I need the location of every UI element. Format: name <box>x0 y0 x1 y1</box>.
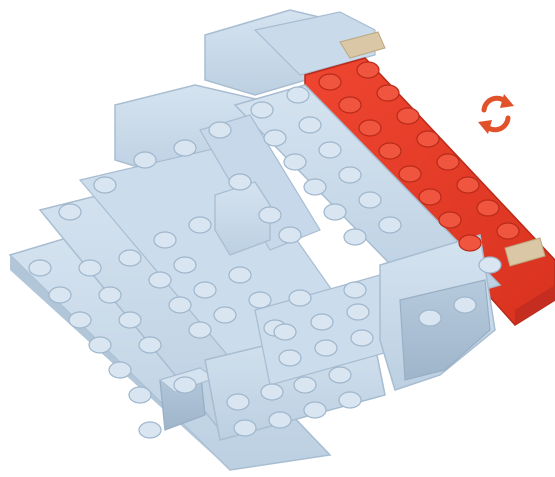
rotate-icon[interactable] <box>470 88 522 140</box>
rotate-icon-graphic <box>470 88 522 140</box>
